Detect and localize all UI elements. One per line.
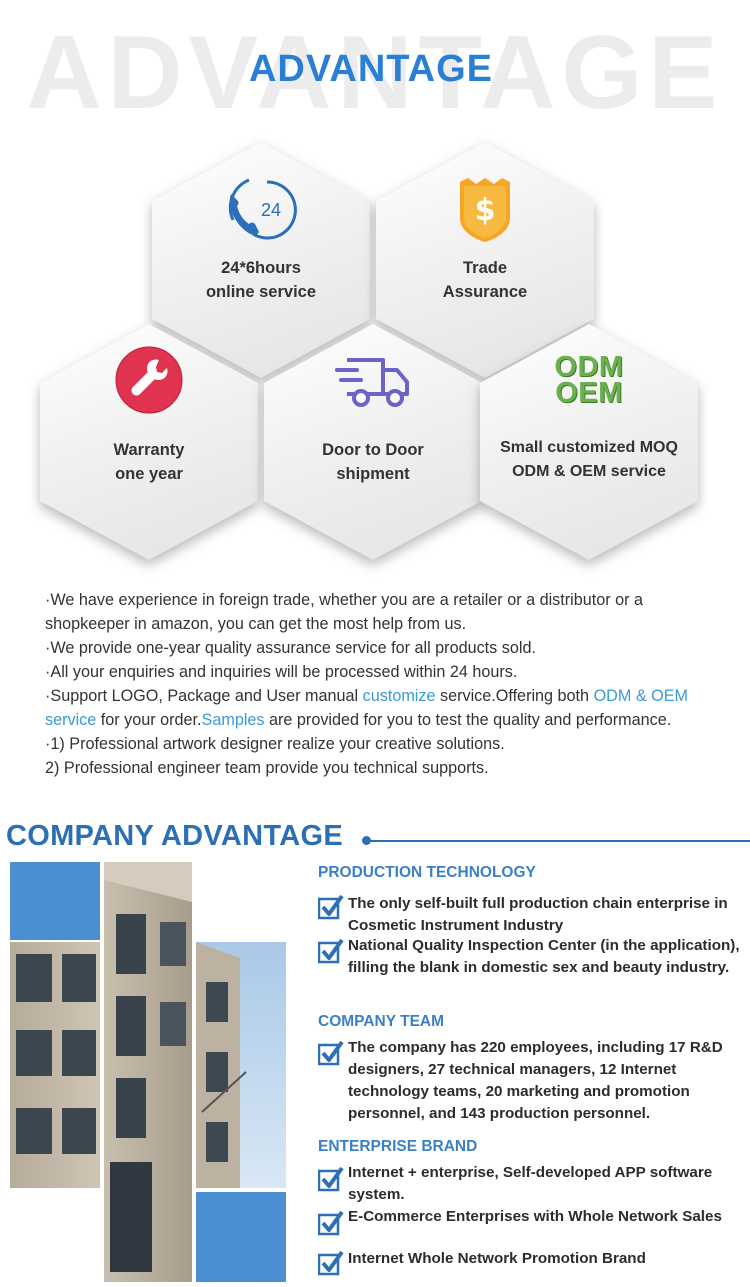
description-paragraph: ·All your enquiries and inquiries will b… xyxy=(45,663,518,681)
phone-24-icon: 24 xyxy=(152,174,370,249)
description-paragraph: 2) Professional engineer team provide yo… xyxy=(45,759,489,777)
checkbox-check-icon xyxy=(318,938,344,964)
page-title: ADVANTAGE xyxy=(248,48,494,90)
hex-label-line2: shipment xyxy=(336,465,410,483)
odm-text: ODM xyxy=(554,351,624,383)
list-item-text: The only self-built full production chai… xyxy=(348,895,728,934)
hex-warranty: Warranty one year xyxy=(40,324,258,560)
hex-trade-assurance: $ Trade Assurance xyxy=(376,142,594,378)
hex-label-line2: ODM & OEM service xyxy=(512,463,666,480)
customize-link[interactable]: customize xyxy=(362,687,436,705)
checkbox-check-icon xyxy=(318,894,344,920)
hex-label-line2: one year xyxy=(115,465,183,483)
wrench-icon xyxy=(40,344,258,421)
description-paragraph: ·We provide one-year quality assurance s… xyxy=(45,639,536,657)
truck-icon xyxy=(264,348,482,417)
hex-label-line1: Small customized MOQ xyxy=(500,439,678,456)
svg-text:$: $ xyxy=(475,193,496,228)
list-item-text: Internet Whole Network Promotion Brand xyxy=(348,1250,646,1267)
hex-label-line2: Assurance xyxy=(442,283,528,301)
section-heading-company-team: COMPANY TEAM xyxy=(318,1013,445,1030)
checkbox-check-icon xyxy=(318,1166,344,1192)
oem-text: OEM xyxy=(555,377,623,409)
section-heading-enterprise-brand: ENTERPRISE BRAND xyxy=(318,1138,478,1155)
title-divider-line xyxy=(364,840,750,842)
phone-24-text: 24 xyxy=(261,200,281,220)
company-advantage-title: COMPANY ADVANTAGE xyxy=(6,820,343,852)
checkbox-check-icon xyxy=(318,1210,344,1236)
hex-label-line1: Door to Door xyxy=(322,441,424,459)
hex-online-service: 24 24*6hours online service xyxy=(152,142,370,378)
odm-oem-service-link[interactable]: ODM & OEM service xyxy=(45,687,688,729)
list-item-text: E-Commerce Enterprises with Whole Networ… xyxy=(348,1208,722,1225)
description-paragraph: ·1) Professional artwork designer realiz… xyxy=(45,735,505,753)
company-building-image xyxy=(10,862,286,1282)
samples-link[interactable]: Samples xyxy=(201,711,265,729)
description-paragraph: ·We have experience in foreign trade, wh… xyxy=(45,591,644,633)
hex-odm-oem: ODM OEM Small customized MOQ ODM & OEM s… xyxy=(480,324,698,560)
checkbox-check-icon xyxy=(318,1250,344,1276)
shield-dollar-icon: $ xyxy=(376,174,594,249)
hex-label-line1: 24*6hours xyxy=(221,259,301,277)
odm-oem-icon: ODM OEM xyxy=(480,351,698,409)
list-item-text: National Quality Inspection Center (in t… xyxy=(348,937,740,976)
hex-label-line1: Warranty xyxy=(113,441,185,459)
section-heading-production-technology: PRODUCTION TECHNOLOGY xyxy=(318,864,536,881)
list-item-text: The company has 220 employees, including… xyxy=(348,1039,723,1122)
hex-label-line2: online service xyxy=(205,283,317,301)
description-block: ·We have experience in foreign trade, wh… xyxy=(45,588,725,780)
hex-label-line1: Trade xyxy=(462,259,508,277)
checkbox-check-icon xyxy=(318,1040,344,1066)
description-paragraph: ·Support LOGO, Package and User manual c… xyxy=(45,687,688,729)
background-watermark-word: ADVANTAGE xyxy=(26,15,724,131)
list-item-text: Internet + enterprise, Self-developed AP… xyxy=(348,1164,713,1203)
hex-door-to-door: Door to Door shipment xyxy=(264,324,482,560)
